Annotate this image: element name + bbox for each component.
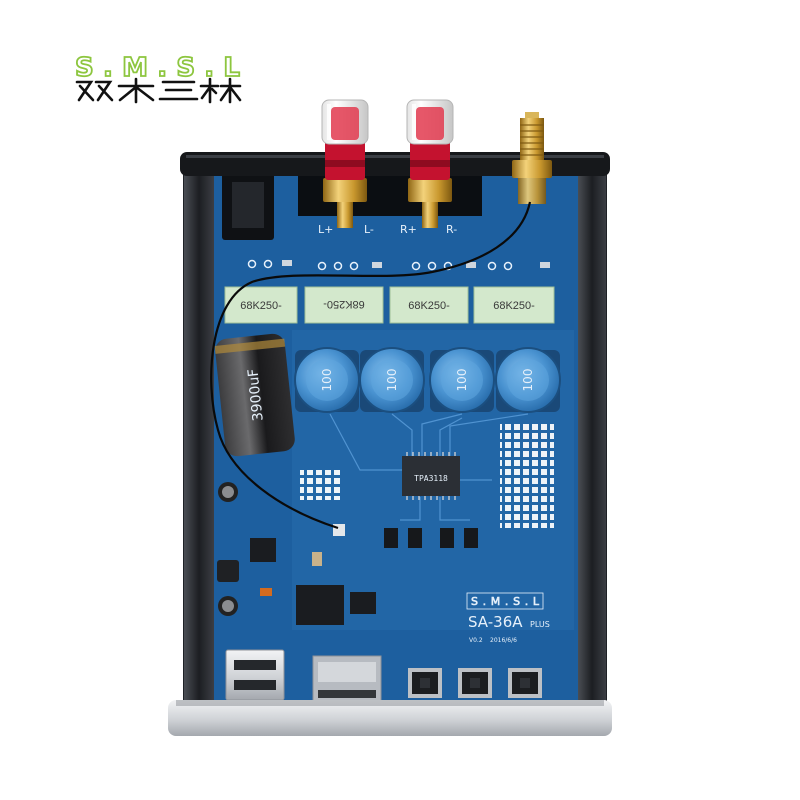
dc-power-jack <box>222 170 274 240</box>
label-left-minus: L- <box>364 223 374 236</box>
amplifier-chip: TPA3118 <box>402 452 460 500</box>
model-name: SA-36A <box>468 613 523 631</box>
orange-component <box>260 588 272 596</box>
small-components <box>217 482 478 625</box>
binding-post-right <box>406 99 454 228</box>
pad-cluster <box>300 470 340 500</box>
board-date: 2016/6/6 <box>490 637 517 644</box>
inductors: 100 100 100 100 <box>294 347 561 413</box>
svg-text:100: 100 <box>455 369 469 392</box>
svg-text:100: 100 <box>320 369 334 392</box>
antenna-connector <box>512 112 552 204</box>
svg-text:68K250-: 68K250- <box>408 300 450 312</box>
front-panel <box>168 700 612 736</box>
inductor: 100 <box>294 347 360 413</box>
label-left-plus: L+ <box>318 223 333 236</box>
dsp-chip <box>350 592 376 614</box>
label-right-minus: R- <box>446 223 457 236</box>
tactile-buttons <box>408 668 542 698</box>
brand-chinese-name-logo <box>75 77 242 104</box>
electrolytic-capacitor: 3900uF <box>214 333 295 457</box>
inductor: 100 <box>495 347 561 413</box>
svg-text:68K250-: 68K250- <box>240 300 282 312</box>
sd-card-slot <box>312 655 382 703</box>
inductor: 100 <box>429 347 495 413</box>
film-capacitor: 68K250- <box>473 286 555 324</box>
svg-text:TPA3118: TPA3118 <box>414 474 448 483</box>
usb-port <box>225 649 285 701</box>
right-side-rail <box>578 170 606 702</box>
bluetooth-chip <box>296 585 344 625</box>
model-suffix: PLUS <box>530 620 550 629</box>
film-capacitors: 68K250- 68K250- 68K250- 68K250- <box>224 286 555 324</box>
pad-row <box>247 259 513 271</box>
regulator-chip <box>250 538 276 562</box>
svg-text:100: 100 <box>521 369 535 392</box>
board-version: V0.2 <box>469 637 483 644</box>
label-right-plus: R+ <box>400 223 417 236</box>
film-capacitor: 68K250- <box>304 286 384 324</box>
film-capacitor: 68K250- <box>389 286 469 324</box>
smd-resistors <box>282 260 550 268</box>
binding-post-left <box>321 99 369 228</box>
inductor: 100 <box>359 347 425 413</box>
left-side-rail <box>184 170 214 702</box>
button-switch <box>508 668 542 698</box>
thermal-pad-grid <box>500 424 554 528</box>
svg-text:68K250-: 68K250- <box>493 300 535 312</box>
svg-text:3900uF: 3900uF <box>245 368 266 422</box>
svg-text:68K250-: 68K250- <box>323 298 365 310</box>
top-rail-highlight <box>186 155 604 158</box>
board-logo-box <box>466 592 544 610</box>
svg-text:100: 100 <box>385 369 399 392</box>
power-inductor <box>217 560 239 582</box>
antenna-wire <box>210 201 532 530</box>
pcb-traces <box>329 413 529 521</box>
button-switch <box>458 668 492 698</box>
connector-labels: L+ L- R+ R- <box>318 223 457 236</box>
button-switch <box>408 668 442 698</box>
